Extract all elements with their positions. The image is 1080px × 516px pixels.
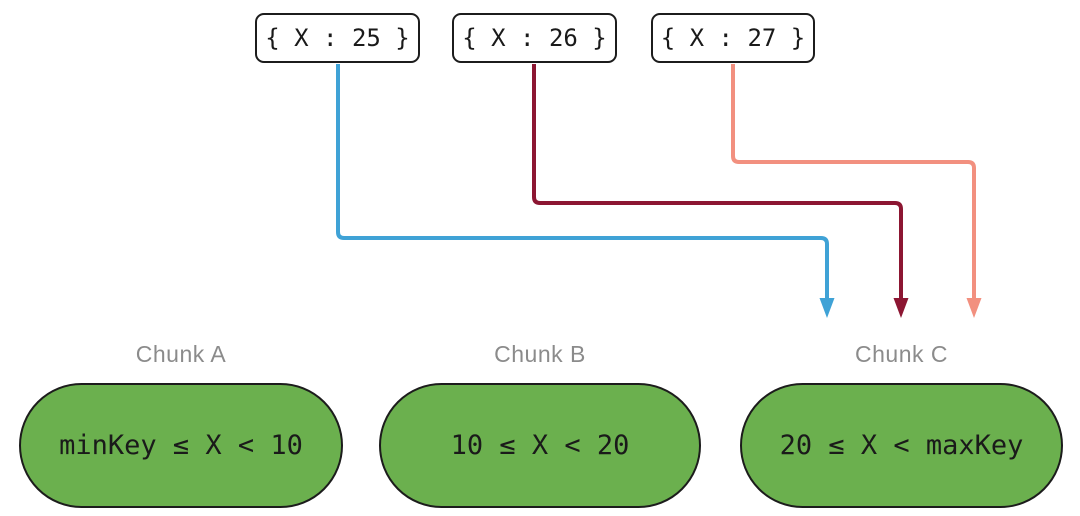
document-box-x26: { X : 26 } [452,13,617,63]
document-box-x27: { X : 27 } [651,13,815,63]
chunk-a-range: minKey ≤ X < 10 [59,430,303,461]
arrow-doc25-to-chunk-c [336,64,829,300]
chunk-a-group: Chunk A minKey ≤ X < 10 [19,340,343,508]
chunk-b-group: Chunk B 10 ≤ X < 20 [379,340,701,508]
document-label-x26: { X : 26 } [462,24,607,52]
document-box-x25: { X : 25 } [255,13,420,63]
chunk-c-pill: 20 ≤ X < maxKey [740,383,1063,508]
arrowhead-doc26 [893,298,909,318]
chunk-c-group: Chunk C 20 ≤ X < maxKey [740,340,1063,508]
arrowhead-doc25 [819,298,835,318]
chunk-b-title: Chunk B [494,341,586,367]
chunk-a-title: Chunk A [135,341,227,367]
chunk-b-pill: 10 ≤ X < 20 [379,383,701,508]
arrow-doc26-to-chunk-c [532,64,903,300]
chunk-a-pill: minKey ≤ X < 10 [19,383,343,508]
chunk-c-range: 20 ≤ X < maxKey [779,430,1024,461]
document-label-x27: { X : 27 } [660,24,806,52]
arrowhead-doc27 [966,298,982,318]
chunk-c-title: Chunk C [855,341,948,367]
arrow-doc27-to-chunk-c [731,64,976,300]
document-label-x25: { X : 25 } [265,24,410,52]
chunk-b-range: 10 ≤ X < 20 [450,430,630,461]
